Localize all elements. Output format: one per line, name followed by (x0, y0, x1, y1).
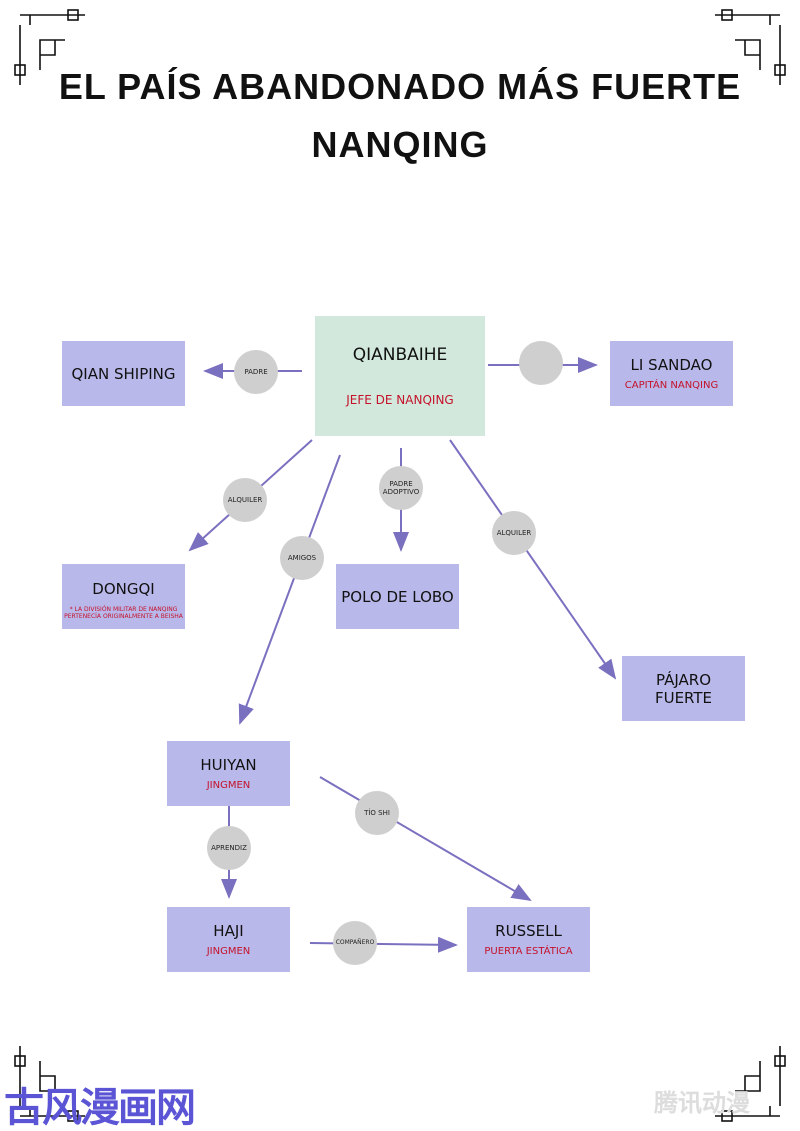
edge-qianbaihe-pajaro-fuerte (449, 439, 617, 680)
node-qian-shiping: QIAN SHIPING (62, 341, 185, 406)
corner-ornament-top-right (715, 9, 786, 85)
node-qianbaihe: QIANBAIHE JEFE DE NANQING (315, 316, 485, 436)
edge-huiyan-russell (319, 776, 532, 902)
relation-label: AMIGOS (287, 554, 317, 562)
node-subtitle: CAPITÁN NANQING (624, 380, 719, 391)
relation-tio-shi: TÍO SHI (355, 791, 399, 835)
relation-companero: COMPAÑERO (333, 921, 377, 965)
edge-haji-russell (309, 936, 458, 953)
node-polo-de-lobo: POLO DE LOBO (336, 564, 459, 629)
node-name: HUIYAN (200, 756, 257, 774)
corner-ornament-bottom-right (715, 1046, 786, 1122)
corner-ornament-bottom-left (14, 1046, 85, 1122)
node-name: QIAN SHIPING (71, 364, 176, 383)
node-subtitle: JINGMEN (206, 946, 251, 957)
node-pajaro-fuerte: PÁJARO FUERTE (622, 656, 745, 721)
relation-alquiler-right: ALQUILER (492, 511, 536, 555)
node-name: LI SANDAO (630, 356, 713, 374)
node-name: RUSSELL (495, 922, 562, 940)
relation-label: ALQUILER (227, 496, 263, 504)
node-haji: HAJI JINGMEN (167, 907, 290, 972)
node-name: HAJI (213, 922, 244, 940)
title-line-2: NANQING (311, 124, 489, 165)
relation-empty (519, 341, 563, 385)
relation-label: APRENDIZ (211, 844, 247, 852)
relation-label-line-1: PADRE (389, 480, 413, 488)
watermark-right: 腾讯动漫 (654, 1089, 750, 1117)
node-name: QIANBAIHE (352, 345, 448, 365)
watermark-left: 古风漫画网 (4, 1085, 196, 1131)
node-dongqi: DONGQI * LA DIVISIÓN MILITAR DE NANQING … (62, 564, 185, 629)
node-name: POLO DE LOBO (341, 587, 454, 606)
node-name-line-2: FUERTE (654, 688, 713, 707)
relation-alquiler-left: ALQUILER (223, 478, 267, 522)
corner-ornament-top-left (14, 9, 85, 85)
relation-label: TÍO SHI (364, 809, 390, 817)
node-note-line-2: PERTENECÍA ORIGINALMENTE A BEISHA (64, 612, 183, 620)
node-note-line-1: * LA DIVISIÓN MILITAR DE NANQING (69, 605, 178, 613)
relation-label: COMPAÑERO (335, 939, 375, 946)
title-line-1: EL PAÍS ABANDONADO MÁS FUERTE (58, 66, 742, 107)
relation-amigos: AMIGOS (280, 536, 324, 580)
node-subtitle: JINGMEN (206, 780, 251, 791)
relation-label-line-2: ADOPTIVO (382, 488, 420, 496)
relation-padre: PADRE (234, 350, 278, 394)
node-name-line-1: PÁJARO (656, 670, 711, 689)
node-name: DONGQI (92, 579, 155, 598)
node-russell: RUSSELL PUERTA ESTÁTICA (467, 907, 590, 972)
relation-aprendiz: APRENDIZ (207, 826, 251, 870)
edge-qianbaihe-huiyan (238, 454, 341, 725)
relation-label: PADRE (244, 368, 268, 376)
corner-ornaments (14, 9, 786, 1122)
node-li-sandao: LI SANDAO CAPITÁN NANQING (610, 341, 733, 406)
node-subtitle: JEFE DE NANQING (346, 393, 454, 407)
relation-label: ALQUILER (496, 529, 532, 537)
node-huiyan: HUIYAN JINGMEN (167, 741, 290, 806)
node-subtitle: PUERTA ESTÁTICA (484, 946, 573, 957)
